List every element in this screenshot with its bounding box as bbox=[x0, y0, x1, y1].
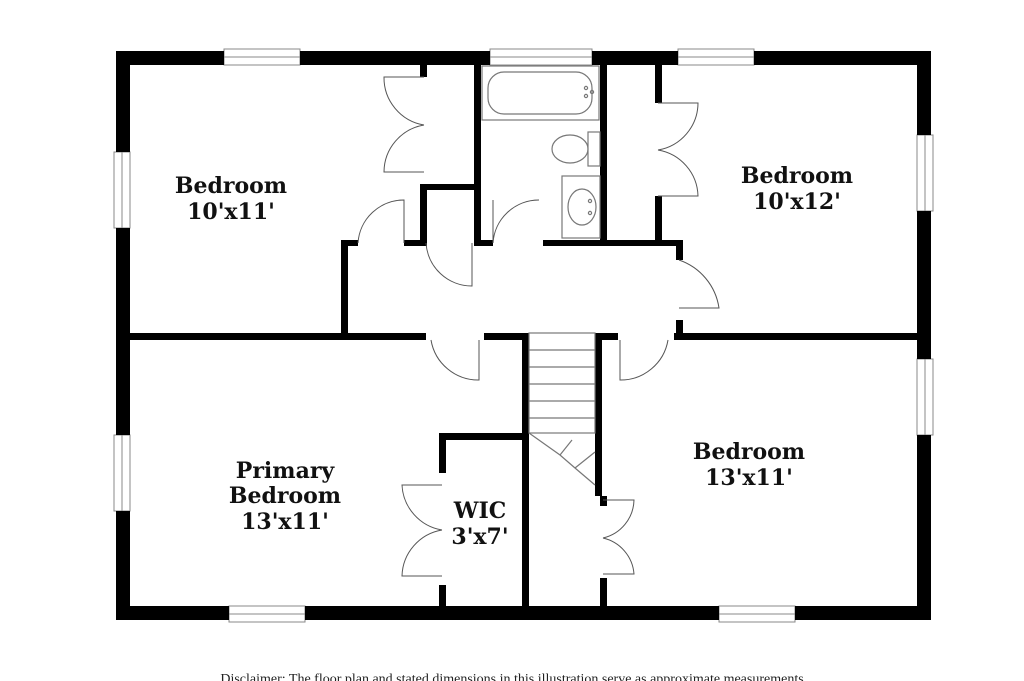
disclaimer-text: Disclaimer: The floor plan and stated di… bbox=[220, 672, 804, 681]
bathtub bbox=[481, 65, 600, 121]
room-labels: Bedroom 10'x11' Bedroom 10'x12' Primary … bbox=[175, 163, 853, 550]
door-swings bbox=[357, 76, 720, 577]
room-size-bedroom-ne: 10'x12' bbox=[753, 189, 841, 215]
room-name-bedroom-ne: Bedroom bbox=[741, 163, 853, 189]
room-size-wic: 3'x7' bbox=[451, 524, 508, 550]
room-name-primary-line2: Bedroom bbox=[229, 483, 341, 509]
stairs bbox=[528, 332, 596, 486]
room-name-primary-line1: Primary bbox=[236, 458, 336, 484]
room-size-bedroom-nw: 10'x11' bbox=[187, 199, 275, 225]
room-size-primary: 13'x11' bbox=[241, 509, 329, 535]
sink bbox=[561, 175, 601, 239]
interior-walls bbox=[130, 65, 919, 606]
room-name-wic: WIC bbox=[453, 498, 507, 524]
room-size-bedroom-se: 13'x11' bbox=[705, 465, 793, 491]
room-name-bedroom-nw: Bedroom bbox=[175, 173, 287, 199]
bathroom-fixtures bbox=[481, 65, 601, 239]
exterior-walls bbox=[116, 51, 931, 620]
room-name-bedroom-se: Bedroom bbox=[693, 439, 805, 465]
toilet bbox=[551, 131, 601, 167]
